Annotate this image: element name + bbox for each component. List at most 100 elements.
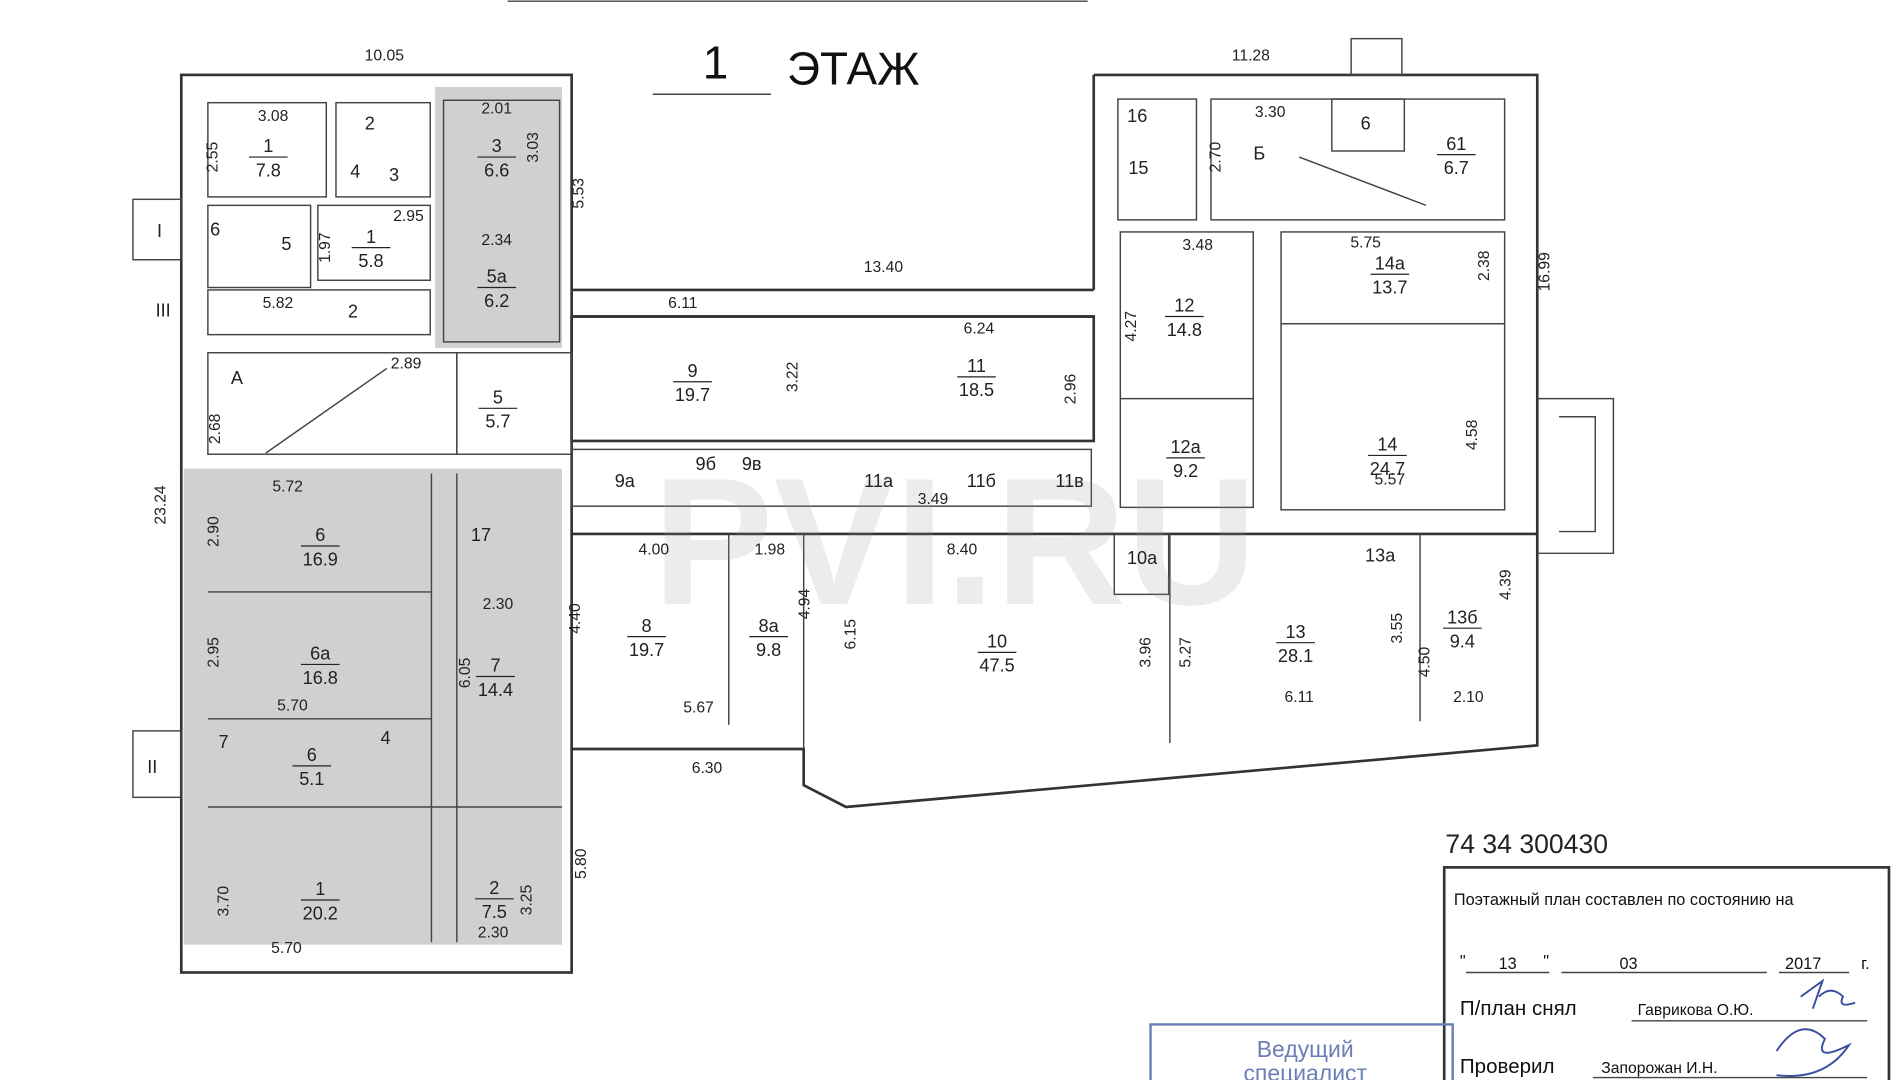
room-6: 6	[1361, 113, 1371, 133]
room-number: 1	[366, 227, 376, 247]
room-number: 8а	[759, 616, 780, 636]
room-number: А	[231, 368, 244, 388]
dimension-label: 6.24	[964, 320, 995, 337]
dimension-label: 5.82	[263, 295, 294, 312]
room-5: 55.7	[478, 387, 518, 432]
room-number: 6	[210, 220, 220, 240]
dimension-label: 1.97	[317, 232, 334, 263]
date-year-suffix: г.	[1861, 955, 1869, 973]
room-9б: 9б	[696, 454, 716, 474]
dimension-label: 4.94	[797, 588, 814, 619]
dimension-label: 5.70	[277, 697, 308, 714]
room-number: 6	[307, 745, 317, 765]
room-number: 7	[490, 656, 500, 676]
date-month: 03	[1619, 955, 1637, 973]
dimension-label: 3.48	[1182, 237, 1213, 254]
room-2: 27.5	[474, 878, 514, 922]
room-number: 6а	[310, 644, 331, 664]
dimension-label: 3.25	[519, 884, 536, 915]
dimension-label: 23.24	[153, 485, 170, 525]
room-number: 9	[687, 361, 697, 381]
room-area: 5.1	[299, 769, 324, 789]
dimension-label: 5.67	[683, 700, 714, 717]
room-number: 9в	[742, 454, 762, 474]
checked-by: Запорожан И.Н.	[1601, 1060, 1717, 1077]
dimension-label: 2.70	[1208, 142, 1225, 173]
room-А: А	[231, 368, 244, 388]
floor-label: ЭТАЖ	[787, 43, 920, 95]
room-area: 16.8	[303, 668, 338, 688]
room-number: 11в	[1055, 471, 1083, 491]
dimension-label: 3.70	[215, 886, 232, 917]
room-1: 120.2	[300, 879, 340, 923]
dimension-label: 2.30	[483, 596, 514, 613]
dimension-label: 5.27	[1177, 637, 1194, 668]
dimension-label: 2.95	[393, 208, 424, 225]
inventory-number: 74 34 300430	[1445, 829, 1608, 859]
room-area: 9.2	[1173, 461, 1198, 481]
room-9а: 9а	[615, 471, 636, 491]
drawn-label: П/план снял	[1460, 997, 1577, 1020]
dimension-label: 3.49	[918, 491, 949, 508]
room-3: 36.6	[477, 136, 517, 180]
room-area: 9.8	[756, 640, 781, 660]
room-11б: 11б	[967, 471, 996, 491]
room-number: 2	[365, 113, 375, 133]
dimension-label: 4.40	[567, 603, 584, 634]
dimension-label: 2.34	[481, 232, 512, 249]
room-area: 6.7	[1444, 158, 1469, 178]
title-block: Поэтажный план составлен по состоянию на…	[1442, 866, 1891, 1080]
room-10а: 10а	[1127, 548, 1158, 568]
dimension-label: 6.30	[692, 760, 723, 777]
dimension-label: 1.98	[755, 541, 786, 558]
dimension-label: 2.55	[205, 142, 222, 173]
room-area: 7.8	[256, 160, 281, 180]
room-area: 5.7	[485, 412, 510, 432]
room-area: 19.7	[675, 385, 710, 405]
room-area: 9.4	[1450, 632, 1475, 652]
room-area: 19.7	[629, 640, 664, 660]
room-number: 14	[1377, 435, 1397, 455]
dimension-label: 10.05	[365, 47, 405, 64]
dimension-label: 2.95	[206, 637, 223, 668]
dimension-label: 3.22	[785, 362, 802, 393]
dimension-label: 2.90	[206, 516, 223, 547]
room-number: 1	[315, 879, 325, 899]
dimension-label: 5.80	[573, 848, 590, 879]
dimension-label: 4.39	[1498, 569, 1515, 600]
dimension-label: 11.28	[1232, 47, 1270, 64]
room-number: 13а	[1365, 546, 1396, 566]
dimension-label: 2.89	[391, 355, 422, 372]
room-13: 13 28.1	[1276, 622, 1315, 666]
room-number: 4	[380, 728, 390, 748]
dimension-label: 5.57	[1375, 471, 1406, 488]
stamp-line1: Ведущий	[1257, 1036, 1354, 1062]
shaded-area-left	[183, 468, 562, 945]
room-7: 714.4	[476, 656, 515, 700]
room-number: 15	[1128, 158, 1148, 178]
room-number: 5а	[487, 267, 508, 287]
stamp-line2: специалист	[1243, 1060, 1367, 1080]
room-number: 13	[1285, 622, 1305, 642]
room-15: 15	[1128, 158, 1148, 178]
room-area: 24.7	[1370, 459, 1405, 479]
room-number: 6	[315, 525, 325, 545]
room-8: 819.7	[627, 616, 666, 660]
room-area: 28.1	[1278, 646, 1313, 666]
room-number: 12а	[1170, 437, 1201, 457]
room-11в: 11в	[1055, 471, 1083, 491]
dimension-label: 4.27	[1123, 311, 1140, 342]
room-14: 14 24.7	[1368, 435, 1407, 479]
room-area: 16.9	[303, 549, 338, 569]
room-number: 3	[492, 136, 502, 156]
room-number: Б	[1253, 143, 1265, 163]
dimension-label: 2.68	[207, 413, 224, 444]
room-6а: 6а 16.8	[300, 644, 340, 688]
dimension-label: 3.30	[1255, 104, 1286, 121]
dimension-label: 2.10	[1453, 689, 1484, 706]
floor-number: 1	[703, 37, 729, 89]
dimension-label: 13.40	[864, 259, 904, 276]
